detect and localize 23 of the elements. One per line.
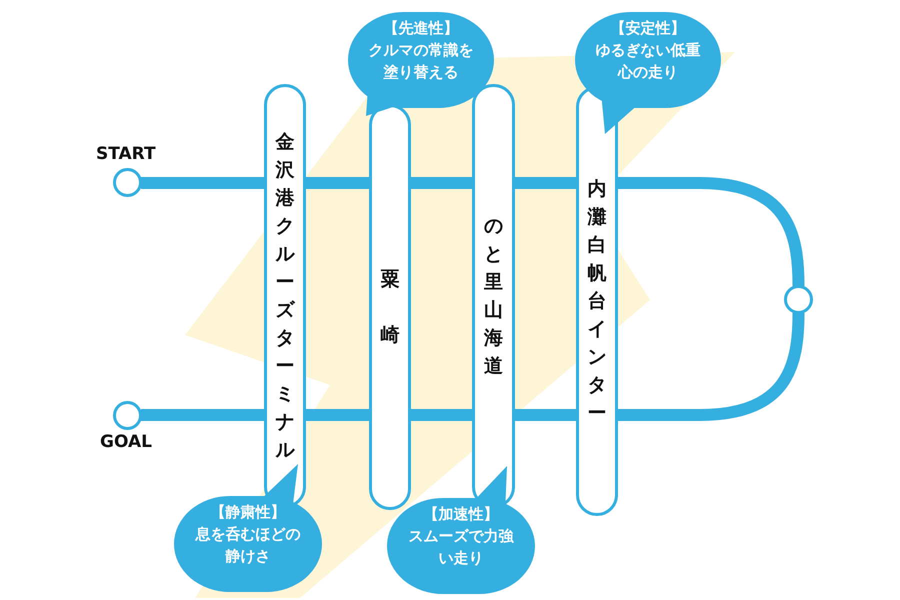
bubble-heading: 【安定性】 (610, 18, 686, 39)
bubble-text: 息を呑むほどの静けさ (194, 524, 302, 567)
route-line (305, 409, 370, 421)
bubble-heading: 【先進性】 (382, 18, 460, 39)
station-pill (369, 104, 411, 510)
route-line (514, 177, 577, 189)
route-end-label: START (96, 144, 156, 164)
bubble-heading: 【静粛性】 (210, 502, 286, 523)
bubble-text: ゆるぎない低重心の走り (594, 40, 702, 83)
endpoint-circle (113, 401, 142, 430)
route-line (617, 312, 804, 421)
route-end-label: GOAL (100, 432, 152, 452)
route-line (141, 409, 265, 421)
route-line (305, 177, 370, 189)
route-line (514, 409, 577, 421)
route-line (410, 409, 473, 421)
endpoint-circle (113, 168, 142, 197)
route-line (617, 177, 804, 286)
route-line (410, 177, 473, 189)
bubble-heading: 【加速性】 (422, 504, 500, 525)
bubble-text: クルマの常識を塗り替える (368, 40, 474, 83)
bubble-text: スムーズで力強い走り (408, 526, 515, 569)
route-line (141, 177, 265, 189)
